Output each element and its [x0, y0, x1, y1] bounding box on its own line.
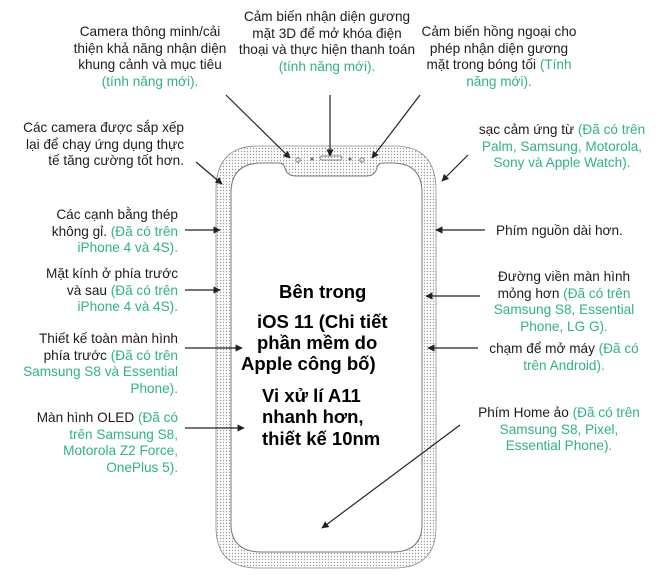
arrow-wireless	[441, 154, 469, 182]
a11-line-1: Vi xử lí A11	[262, 385, 361, 406]
a11-line-2: nhanh hơn,	[262, 406, 364, 427]
label-ir-sensor: Cảm biến hồng ngoại cho phép nhận diện g…	[418, 24, 580, 90]
label-text: Phím nguồn dài hơn.	[496, 223, 623, 238]
ios-line-4: Apple công bố)	[241, 353, 376, 374]
label-wireless-charge: sạc cảm ứng từ (Đã có trên Palm, Samsung…	[478, 122, 646, 172]
label-note: (Đã có trên Samsung S8, Motorola Z2 Forc…	[63, 410, 178, 475]
a11-line-3: thiết kế 10nm	[262, 428, 381, 449]
label-note: (tính năng mới).	[278, 58, 376, 74]
label-text: Phím Home ảo	[478, 405, 569, 420]
label-camera-smart: Camera thông minh/cải thiện khả năng nhậ…	[70, 24, 230, 90]
label-oled: Màn hình OLED (Đã có trên Samsung S8, Mo…	[28, 410, 178, 476]
label-text: Cảm biến nhận diện gương mặt 3D để mở kh…	[238, 9, 416, 57]
label-glass: Mặt kính ở phía trước và sau (Đã có trên…	[28, 266, 178, 316]
label-note: (tính năng mới).	[101, 73, 199, 89]
label-note: (Đã có trên Samsung S8 và Essential Phon…	[23, 347, 178, 396]
label-text: Màn hình OLED	[36, 410, 135, 425]
label-note: (Đã có trên Android).	[523, 341, 639, 373]
label-text: chạm để mở máy	[489, 341, 595, 356]
label-text: Các cạnh bằng thép không gỉ.	[51, 207, 178, 239]
label-text: Camera thông minh/cải thiện khả năng nhậ…	[73, 24, 227, 72]
label-note: (Đã có trên iPhone 4 và 4S).	[77, 282, 178, 315]
arrow-ir-sensor	[371, 94, 421, 159]
arrow-home	[321, 424, 461, 529]
label-text: Cảm biến hồng ngoại cho phép nhận diện g…	[421, 24, 577, 72]
label-bezel: Đường viền màn hình mỏng hơn (Đã có trên…	[486, 269, 642, 335]
label-camera-layout: Các camera được sắp xếp lại để chạy ứng …	[14, 120, 184, 170]
label-steel-edges: Các cạnh bằng thép không gỉ. (Đã có trên…	[28, 207, 178, 257]
label-text: Mặt kính ở phía trước và sau	[46, 266, 178, 298]
label-note: (Đã có trên iPhone 4 và 4S).	[77, 223, 178, 256]
ios-line-1: Bên trong	[279, 281, 367, 302]
label-home-key: Phím Home ảo (Đã có trên Samsung S8, Pix…	[474, 405, 644, 455]
arrow-camera-layout	[195, 161, 223, 185]
label-note: (Đã có trên Samsung S8, Pixel, Essential…	[499, 405, 640, 453]
phone-screen	[230, 162, 423, 553]
label-text: Thiết kế toàn màn hình phía trước	[38, 331, 178, 363]
label-tap-wake: chạm để mở máy (Đã có trên Android).	[484, 341, 644, 374]
label-face-sensor: Cảm biến nhận diện gương mặt 3D để mở kh…	[238, 9, 416, 75]
label-note: (Đã có trên Palm, Samsung, Motorola, Son…	[481, 122, 646, 170]
label-note: (Tính năng mới).	[466, 57, 572, 89]
label-power-key: Phím nguồn dài hơn.	[496, 223, 646, 240]
arrow-camera-smart	[225, 94, 291, 159]
label-text: Đường viền màn hình mỏng hơn	[497, 269, 631, 301]
label-note: (Đã có trên Samsung S8, Essential Phone,…	[493, 285, 635, 334]
label-text: Các camera được sắp xếp lại để chạy ứng …	[23, 120, 184, 168]
label-full-front: Thiết kế toàn màn hình phía trước (Đã có…	[14, 331, 178, 397]
label-text: sạc cảm ứng từ	[478, 122, 575, 137]
ios-line-3: phần mềm do	[257, 332, 378, 353]
ios-line-2: iOS 11 (Chi tiết	[257, 311, 388, 332]
